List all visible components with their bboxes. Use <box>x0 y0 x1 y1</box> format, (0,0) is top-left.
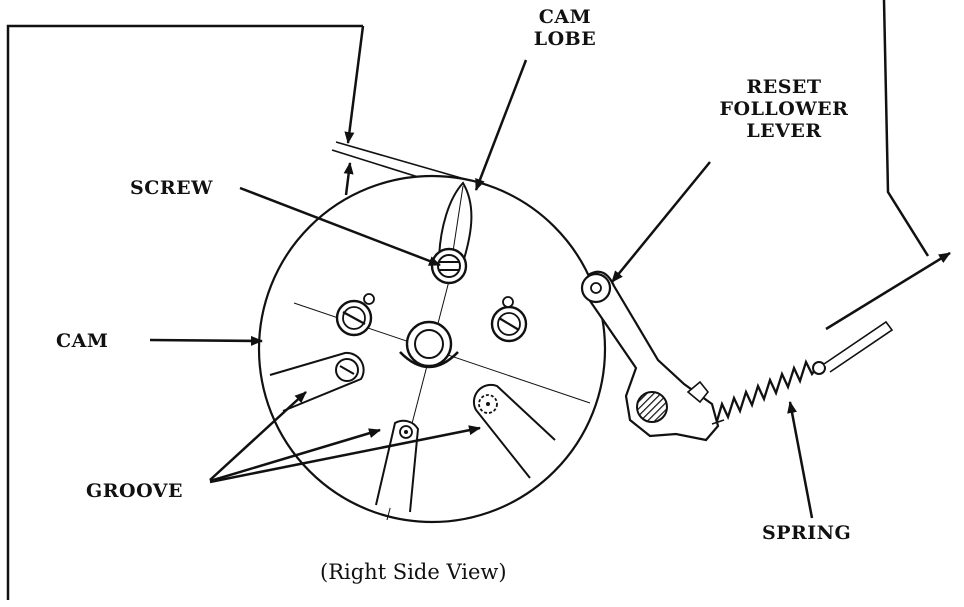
frame-outline <box>6 24 363 600</box>
groove-arrow-left <box>209 391 307 481</box>
cam-lobe-arrow <box>474 59 528 191</box>
screw-label: SCREW <box>130 177 213 199</box>
reset-lever-arrow <box>611 161 711 283</box>
groove-arrow-mid <box>209 428 381 483</box>
groove-left <box>269 351 365 412</box>
spring-anchor <box>823 320 894 373</box>
groove-arrow-right <box>209 425 481 484</box>
clearance-arrow-bottom <box>343 162 354 196</box>
groove-label: GROOVE <box>86 480 184 502</box>
cam-label: CAM <box>56 330 109 352</box>
cam-hub <box>405 320 453 368</box>
reset-follower-lever-label: RESET FOLLOWER LEVER <box>704 76 864 142</box>
figure-caption: (Right Side View) <box>320 560 507 584</box>
reset-follower-lever-label-line3: LEVER <box>746 120 822 142</box>
reset-follower-lever-label-line1: RESET <box>746 76 822 98</box>
frame-arrow <box>825 251 951 331</box>
cam-arrow <box>149 335 263 346</box>
spring <box>715 358 819 422</box>
cam-lobe-label-line2: LOBE <box>533 28 597 50</box>
reset-follower-lever <box>586 270 720 442</box>
reset-follower-lever-label-line2: FOLLOWER <box>719 98 849 120</box>
groove-right <box>472 383 556 479</box>
screw-arrow <box>239 186 441 267</box>
spring-label: SPRING <box>762 522 852 544</box>
spring-arrow <box>787 401 814 519</box>
cam-lobe-label-line1: CAM <box>538 6 592 28</box>
lever-roller <box>580 272 612 304</box>
lever-pivot <box>636 391 668 423</box>
cam-lobe-label: CAM LOBE <box>515 6 615 50</box>
clearance-arrow-top <box>344 25 365 144</box>
frame-outline-right <box>882 0 930 257</box>
